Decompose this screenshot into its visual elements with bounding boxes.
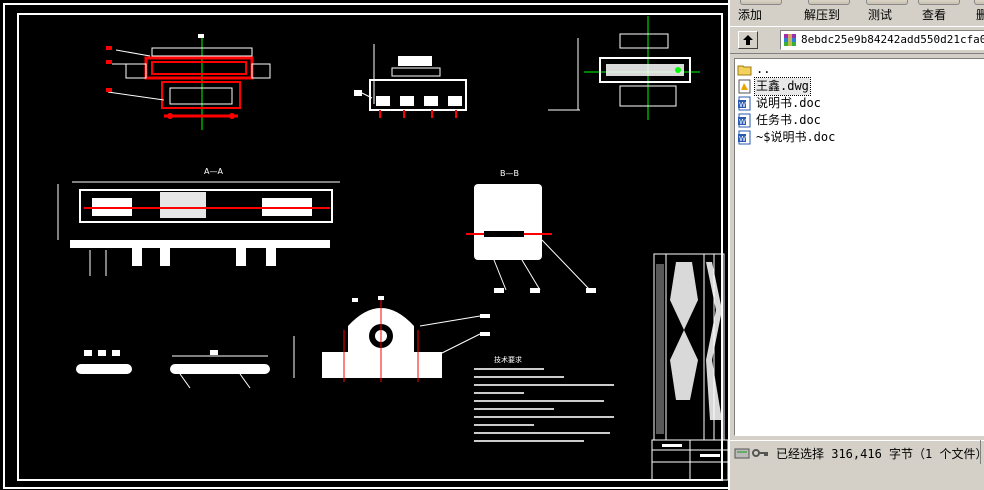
view-label: 查看 [922, 8, 947, 22]
extract-to-button[interactable]: 解压到 [804, 0, 850, 24]
tech-req-title: 技术要求 [494, 355, 522, 364]
file-list[interactable]: .. 王鑫.dwg W 说明书.doc W 任务书.doc W ~$说明书.do… [734, 58, 984, 436]
view-icon [918, 0, 960, 5]
test-icon [866, 0, 908, 5]
word-doc-icon: W [738, 96, 751, 111]
bearing-housing-view [293, 296, 490, 382]
file-name: ~$说明书.doc [756, 130, 836, 144]
archive-path-field[interactable]: 8ebdc25e9b84242add550d21cfa08f [780, 30, 984, 50]
extract-icon [808, 0, 850, 5]
view-button[interactable]: 查看 [918, 0, 964, 24]
dwg-file-icon [738, 79, 751, 94]
word-doc-icon: W [738, 113, 751, 128]
tech-requirements-block: 技术要求 [474, 355, 614, 442]
test-button[interactable]: 测试 [864, 0, 910, 24]
svg-text:W: W [739, 135, 746, 143]
resize-grip[interactable] [980, 440, 984, 464]
file-name: .. [756, 62, 771, 76]
path-bar: 8ebdc25e9b84242add550d21cfa08f [730, 26, 984, 54]
top-left-view [106, 34, 271, 130]
panel-lower-area [730, 464, 984, 490]
small-parts-views [76, 350, 270, 389]
sheet-inner-border [17, 13, 723, 481]
top-right-view [548, 16, 700, 120]
drive-key-icon [734, 448, 768, 459]
word-doc-icon: W [738, 130, 751, 145]
up-arrow-icon [743, 35, 753, 45]
delete-label: 删 [976, 8, 984, 22]
svg-text:W: W [739, 101, 746, 109]
extract-label: 解压到 [804, 8, 841, 22]
add-label: 添加 [738, 8, 763, 22]
section-bb-label: B—B [500, 169, 519, 178]
file-name: 说明书.doc [756, 96, 821, 110]
add-button[interactable]: 添加 [738, 0, 784, 24]
archive-name: 8ebdc25e9b84242add550d21cfa08f [801, 33, 984, 46]
delete-button[interactable]: 删 [974, 0, 984, 24]
status-bar: 已经选择 316,416 字节（1 个文件） [730, 440, 984, 465]
delete-icon [974, 0, 984, 5]
add-icon [740, 0, 782, 5]
svg-text:W: W [739, 118, 746, 126]
top-middle-view [354, 44, 467, 118]
folder-up-icon [737, 65, 752, 76]
test-label: 测试 [868, 8, 893, 22]
section-aa-label: A—A [204, 167, 223, 176]
section-bb-view: B—B [466, 169, 596, 293]
archive-panel: 添加 解压到 测试 查看 删 8ebdc25e9b84242add550d21c… [728, 0, 984, 490]
parts-list-table [651, 253, 729, 481]
section-aa-view: A—A [57, 167, 340, 276]
file-name: 王鑫.dwg [754, 77, 811, 96]
rar-archive-icon [784, 34, 796, 46]
up-folder-button[interactable] [738, 31, 758, 49]
status-text: 已经选择 316,416 字节（1 个文件） [776, 447, 984, 461]
file-name: 任务书.doc [756, 113, 821, 127]
